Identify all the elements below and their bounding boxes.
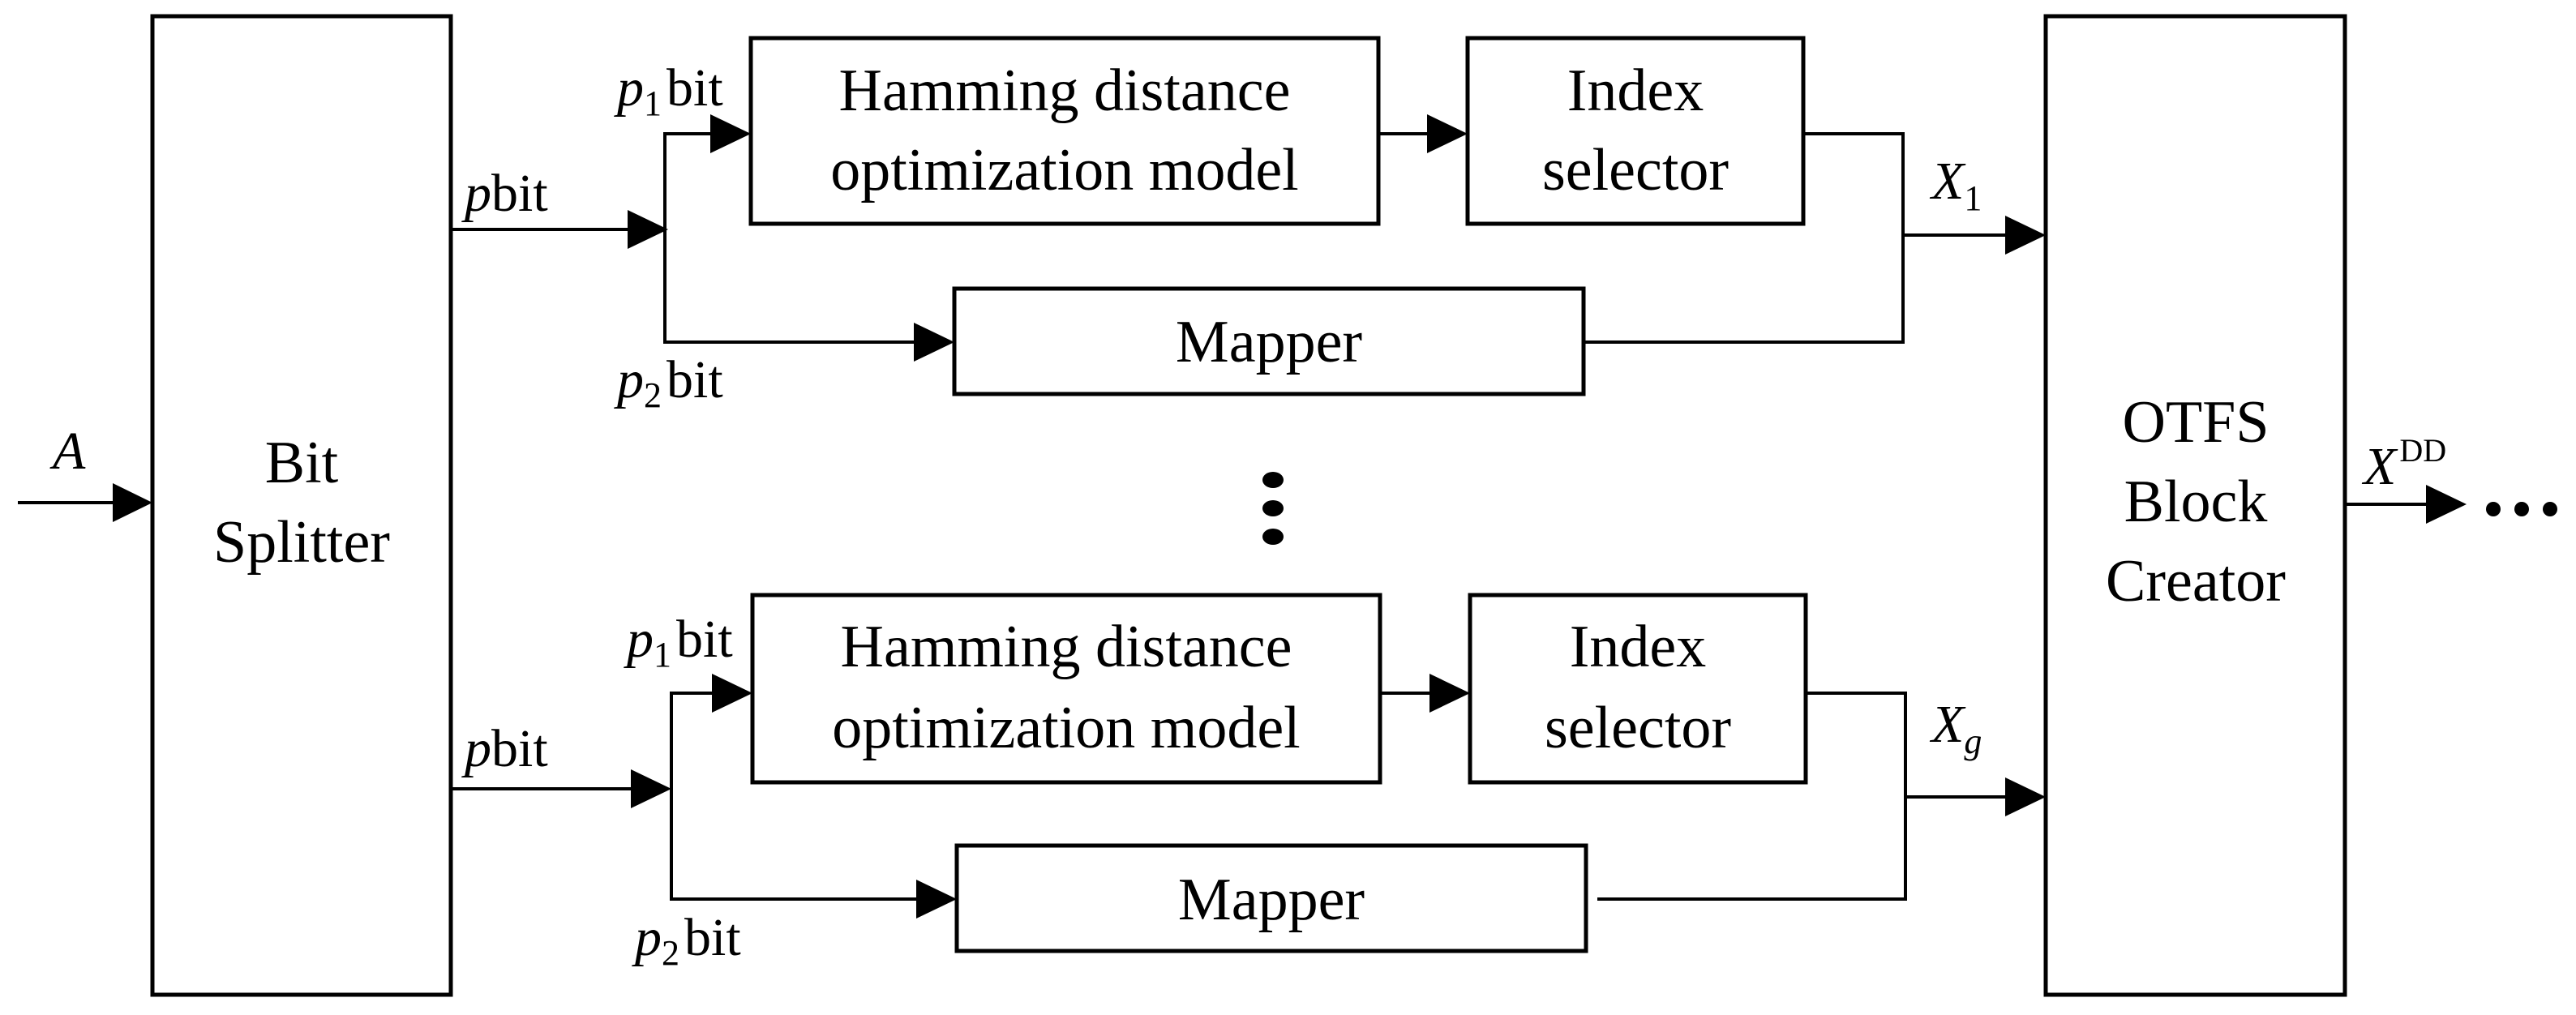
hamming-model-block-bottom: Hamming distance optimization model xyxy=(750,593,1382,785)
arrowhead-hamming-to-index-bottom xyxy=(1429,674,1470,713)
wires-lower xyxy=(451,503,2432,901)
mapper-top-label: Mapper xyxy=(1176,309,1362,375)
label-p2-bit-top: p2bit xyxy=(614,350,723,415)
bit-splitter-block: Bit Splitter xyxy=(150,14,453,997)
label-p1-bit-bottom: p1bit xyxy=(624,610,733,675)
label-x1: X1 xyxy=(1929,152,1982,218)
arrowhead-p1-bottom xyxy=(712,674,752,713)
hamming-top-line2: optimization model xyxy=(830,137,1299,203)
arrowhead-p2-bottom xyxy=(916,880,957,919)
index-top-line1: Index xyxy=(1567,58,1704,124)
index-top-line2: selector xyxy=(1542,137,1729,203)
mapper-block-bottom: Mapper xyxy=(954,843,1588,953)
arrowhead-xg xyxy=(2005,777,2046,816)
input-label-a: A xyxy=(49,422,86,481)
mapper-block-top: Mapper xyxy=(952,286,1586,396)
wires-upper xyxy=(18,132,2015,504)
index-bottom-line2: selector xyxy=(1545,695,1731,761)
otfs-block-creator: OTFS Block Creator xyxy=(2043,14,2347,997)
label-xg: Xg xyxy=(1929,695,1982,761)
label-p2-bit-bottom: p2bit xyxy=(632,908,741,973)
arrowhead-xdd xyxy=(2426,485,2467,524)
hamming-bottom-line1: Hamming distance xyxy=(841,614,1292,680)
label-p-bit-bottom: pbit xyxy=(461,719,548,778)
index-selector-block-bottom: Index selector xyxy=(1468,593,1808,785)
arrowhead-p-bottom xyxy=(631,769,671,808)
arrowhead-x1 xyxy=(2005,216,2046,255)
otfs-label-line3: Creator xyxy=(2106,548,2286,615)
bit-splitter-label-line2: Splitter xyxy=(213,509,390,576)
arrowhead-p-top xyxy=(628,210,668,249)
hamming-top-line1: Hamming distance xyxy=(839,58,1291,124)
label-p1-bit-top: p1bit xyxy=(614,58,723,123)
bit-splitter-label-line1: Bit xyxy=(265,430,339,496)
otfs-label-line1: OTFS xyxy=(2123,389,2270,456)
hamming-model-block-top: Hamming distance optimization model xyxy=(748,36,1381,226)
arrowhead-hamming-to-index-top xyxy=(1427,114,1468,153)
arrowheads xyxy=(113,114,2467,919)
arrowhead-p2-top xyxy=(914,323,954,362)
index-bottom-line1: Index xyxy=(1570,614,1707,680)
arrowhead-p1-top xyxy=(710,114,751,153)
output-ellipsis xyxy=(2486,502,2557,516)
mapper-bottom-label: Mapper xyxy=(1178,867,1365,933)
arrowhead-input xyxy=(113,483,152,522)
vertical-ellipsis xyxy=(1262,472,1284,545)
index-selector-block-top: Index selector xyxy=(1465,36,1806,226)
label-p-bit-top: pbit xyxy=(461,164,548,223)
otfs-label-line2: Block xyxy=(2124,469,2268,535)
hamming-bottom-line2: optimization model xyxy=(832,695,1301,761)
